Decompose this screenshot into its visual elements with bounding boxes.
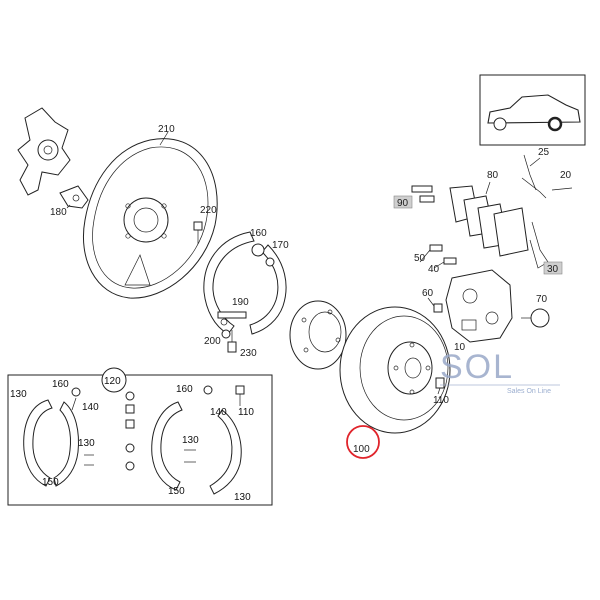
label-70: 70 [536, 294, 548, 305]
kit-hardware-part [71, 385, 245, 471]
label-10: 10 [454, 342, 466, 353]
guide-pin-90-part [411, 185, 435, 203]
brake-disc-part [339, 306, 451, 434]
pin-50-part [429, 244, 443, 252]
kit-label-140-a: 140 [82, 402, 99, 413]
label-60: 60 [422, 288, 434, 299]
label-50: 50 [414, 253, 426, 264]
car-silhouette-icon [487, 94, 581, 132]
brake-pads-part [449, 185, 529, 257]
kit-label-130-d: 130 [234, 492, 251, 503]
kit-label-130-c: 130 [182, 435, 199, 446]
pin-40-part [443, 257, 457, 265]
label-30: 30 [547, 264, 559, 275]
bolt-200-part [221, 329, 231, 339]
label-190: 190 [232, 297, 249, 308]
bolt-230-part [227, 330, 237, 353]
label-110-single: 110 [433, 395, 449, 406]
wheel-hub-part [289, 300, 347, 370]
label-180: 180 [50, 207, 67, 218]
kit-label-130-b: 130 [78, 438, 95, 449]
bleeder-60-part [433, 303, 443, 313]
label-25: 25 [538, 147, 550, 158]
sol-logo: SOL Sales On Line [440, 348, 560, 395]
kit-box-header: 120 [104, 376, 121, 387]
pad-spring-30-part [529, 221, 549, 269]
parking-shoe-part [203, 231, 287, 335]
label-230: 230 [240, 348, 257, 359]
wrench-70-icon [521, 308, 550, 328]
kit-label-160-b: 160 [176, 384, 193, 395]
highlight-100-circle [346, 425, 380, 459]
backing-plate-part [83, 138, 218, 299]
bolt-220-part [193, 221, 203, 244]
logo-text: SOL [440, 348, 514, 386]
kit-label-140-b: 140 [210, 407, 227, 418]
bracket-180-part [59, 185, 89, 209]
caliper-part [445, 269, 513, 343]
kit-label-130-a: 130 [10, 389, 27, 400]
adjuster-190-part [217, 311, 247, 326]
label-210: 210 [158, 124, 175, 135]
label-170: 170 [272, 240, 289, 251]
label-160-single: 160 [250, 228, 267, 239]
label-100: 100 [353, 444, 370, 455]
kit-label-110: 110 [238, 407, 254, 418]
kit-shoe-left-part [23, 399, 79, 487]
kit-box: 120 130 160 14 [7, 367, 273, 506]
kit-shoe-right-part [151, 401, 242, 495]
kit-label-150-a: 150 [42, 477, 59, 488]
kit-label-150-b: 150 [168, 486, 185, 497]
car-inset-frame [479, 74, 586, 146]
label-200: 200 [204, 336, 221, 347]
label-20: 20 [560, 170, 572, 181]
logo-subtext: Sales On Line [507, 388, 551, 395]
knuckle-part [17, 107, 71, 196]
label-220: 220 [200, 205, 217, 216]
label-80: 80 [487, 170, 499, 181]
label-40: 40 [428, 264, 440, 275]
label-90: 90 [397, 198, 409, 209]
pad-sensor-part [521, 154, 573, 199]
kit-label-160-a: 160 [52, 379, 69, 390]
